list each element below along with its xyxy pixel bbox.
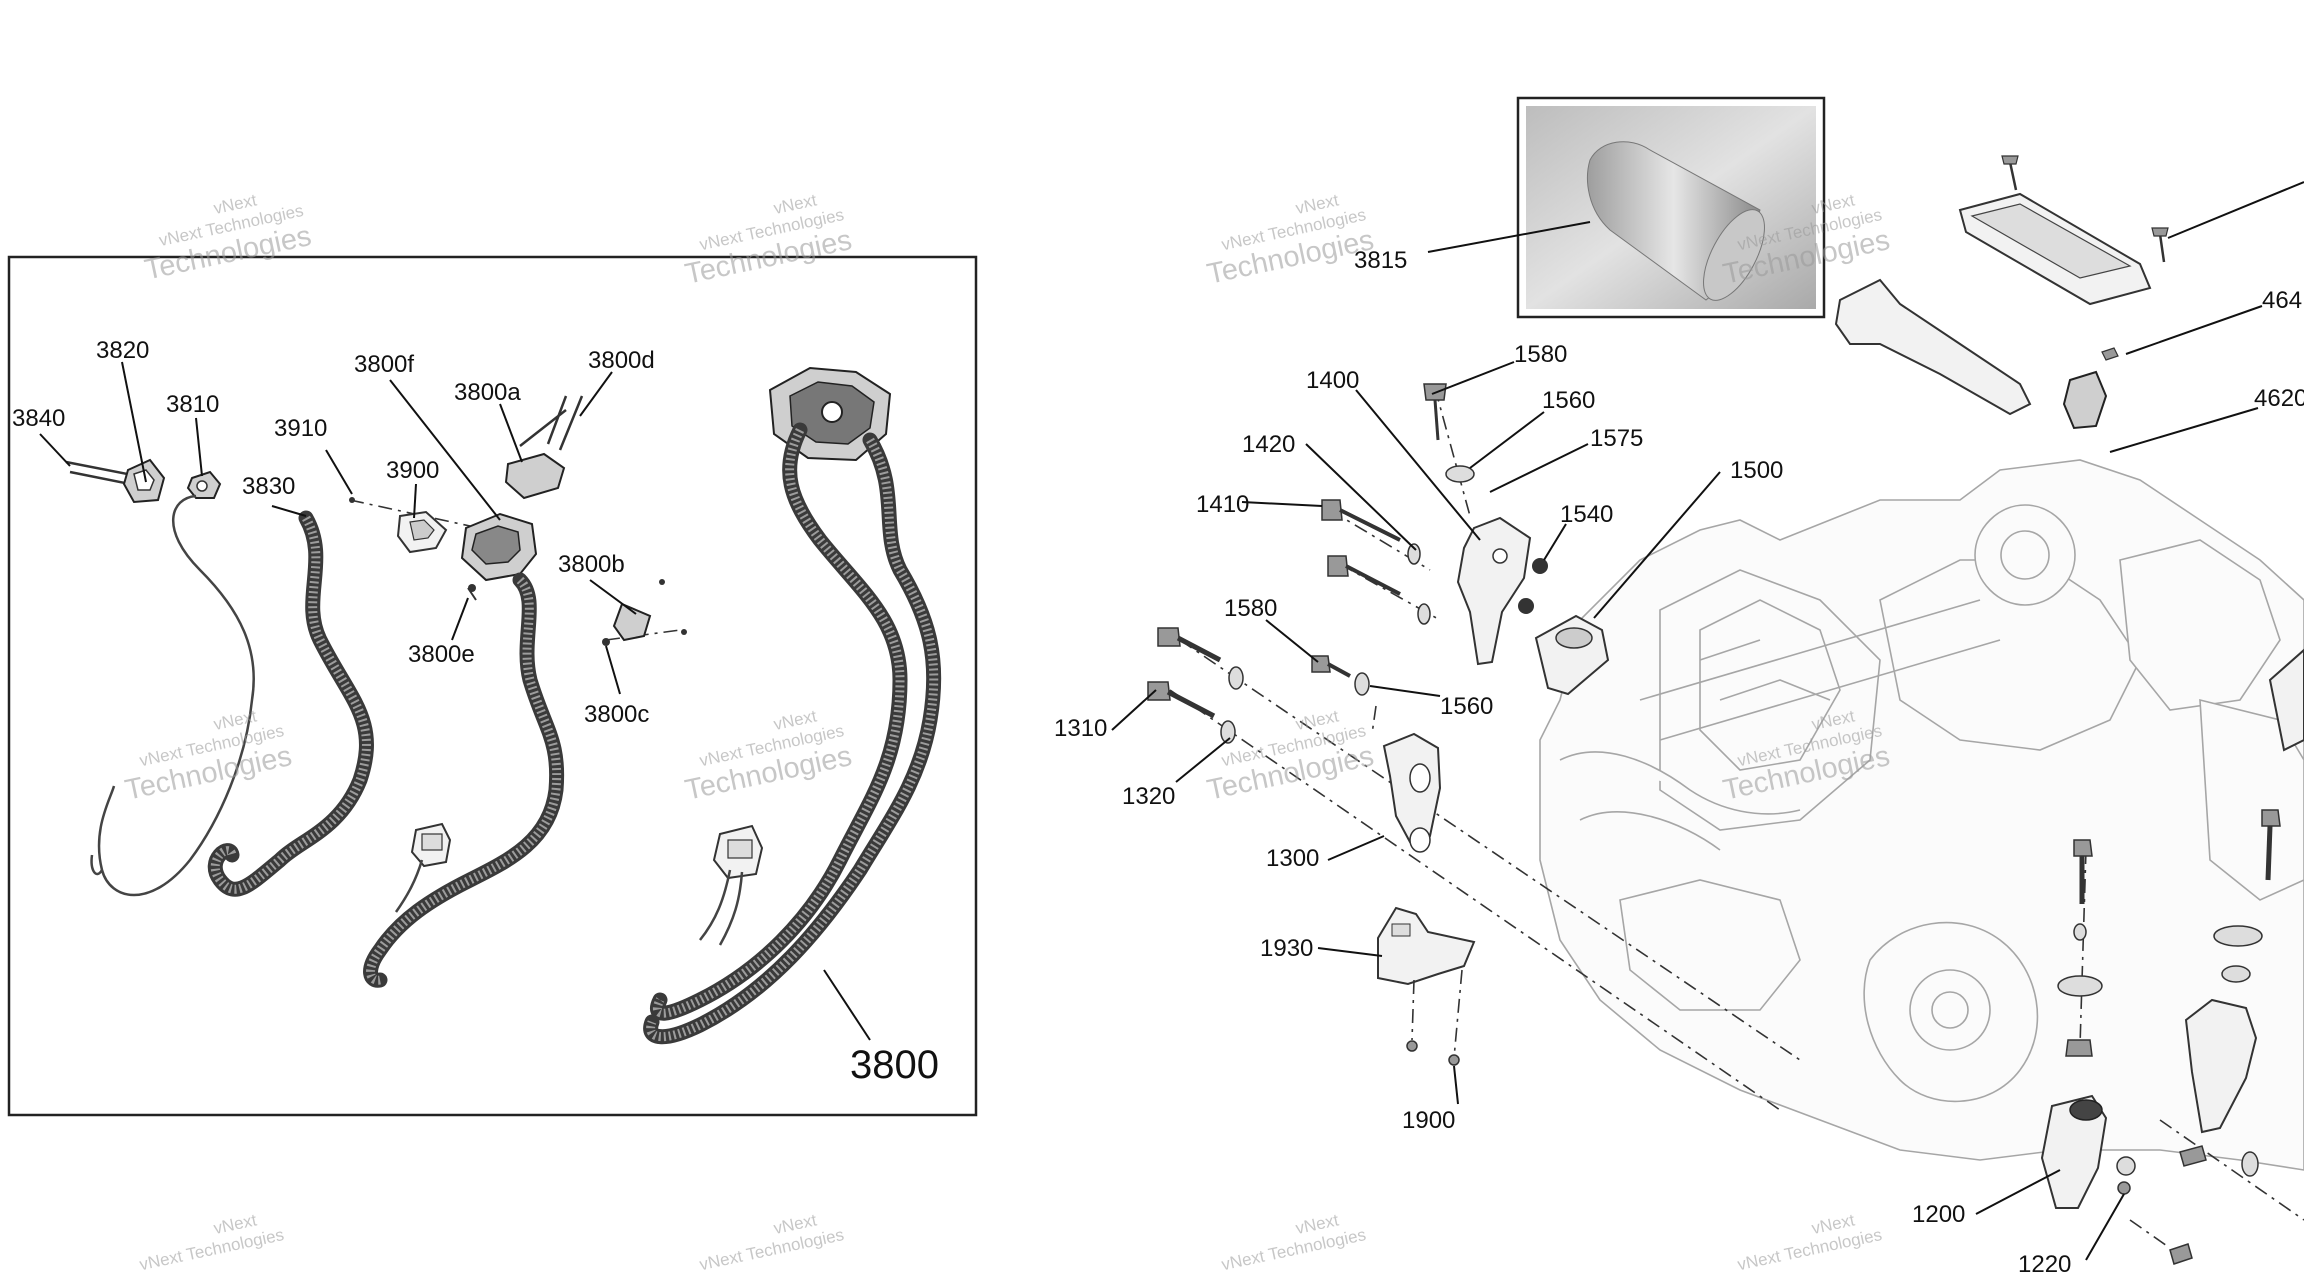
callout-464: 464: [2262, 287, 2302, 314]
part-3800-connector: [363, 395, 584, 988]
part-3800b-clip: [602, 579, 687, 646]
callout-3910: 3910: [274, 415, 327, 442]
callout-1300: 1300: [1266, 845, 1319, 872]
callout-1575: 1575: [1590, 425, 1643, 452]
callout-1200: 1200: [1912, 1201, 1965, 1228]
callout-3800a: 3800a: [454, 379, 521, 406]
callout-1580-mid: 1580: [1224, 595, 1277, 622]
callout-3900: 3900: [386, 457, 439, 484]
part-1200-mount: [2040, 648, 2304, 1265]
callout-3820: 3820: [96, 337, 149, 364]
callout-1500: 1500: [1730, 457, 1783, 484]
part-3810-sensor: [90, 470, 255, 897]
callout-labels: 3840 3820 3810 3830 3910 3900 3800f 3800…: [12, 247, 2304, 1278]
callout-3830: 3830: [242, 473, 295, 500]
part-3800-main-harness: [643, 366, 942, 1045]
callout-3840: 3840: [12, 405, 65, 432]
callout-3800b: 3800b: [558, 551, 625, 578]
callout-1540: 1540: [1560, 501, 1613, 528]
part-1400-mount: [1321, 383, 1610, 696]
harness-inset-frame: [7, 255, 978, 1117]
callout-3800e: 3800e: [408, 641, 475, 668]
part-3830-hose: [207, 510, 374, 897]
callout-4620: 4620: [2254, 385, 2304, 412]
callout-3800f: 3800f: [354, 351, 414, 378]
watermark-text: vNext Technologies: [1736, 1225, 1884, 1274]
callout-3800d: 3800d: [588, 347, 655, 374]
callout-1220: 1220: [2018, 1251, 2071, 1278]
part-3900-bracket: [349, 497, 471, 554]
callout-1560-mid: 1560: [1440, 693, 1493, 720]
callout-1400: 1400: [1306, 367, 1359, 394]
callout-3815: 3815: [1354, 247, 1407, 274]
callout-1420: 1420: [1242, 431, 1295, 458]
part-4620-bracket: [1834, 155, 2169, 430]
callout-1930: 1930: [1260, 935, 1313, 962]
callout-1580-top: 1580: [1514, 341, 1567, 368]
part-3815-photo: [1516, 96, 1826, 319]
callout-1900: 1900: [1402, 1107, 1455, 1134]
callout-1310: 1310: [1054, 715, 1107, 742]
watermark-text: vNext Technologies: [1220, 1225, 1368, 1274]
callout-1560-top: 1560: [1542, 387, 1595, 414]
part-1300-mount: [1147, 627, 1801, 1111]
part-3820-clip: [65, 458, 166, 504]
engine-block: [1539, 459, 2304, 1171]
callout-3800c: 3800c: [584, 701, 649, 728]
watermark-text: vNext Technologies: [698, 1225, 846, 1274]
leader-lines: [39, 181, 2304, 1261]
callout-3810: 3810: [166, 391, 219, 418]
part-1930-bracket: [1377, 906, 1476, 1066]
callout-1410: 1410: [1196, 491, 1249, 518]
watermark-text: vNext Technologies: [138, 1225, 286, 1274]
callout-1320: 1320: [1122, 783, 1175, 810]
inset-number-3800: 3800: [850, 1043, 939, 1087]
